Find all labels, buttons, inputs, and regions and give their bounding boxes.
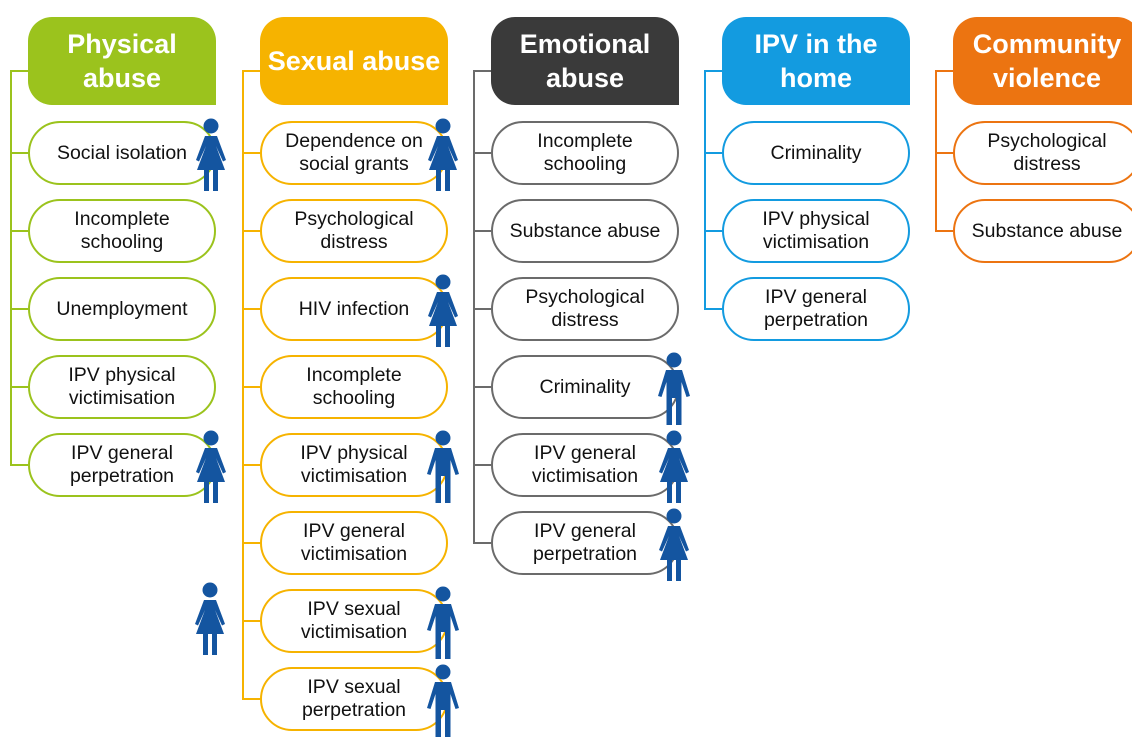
column-header: Sexual abuse	[260, 17, 448, 105]
connector-line	[704, 70, 706, 310]
connector-stub	[10, 152, 28, 154]
connector-stub	[473, 230, 491, 232]
male-icon	[657, 352, 691, 426]
connector-stub	[10, 70, 28, 72]
outcome-item: IPV general perpetration	[722, 277, 910, 341]
outcome-item: IPV general perpetration	[491, 511, 679, 575]
connector-stub	[242, 620, 260, 622]
outcome-item: IPV sexual perpetration	[260, 667, 448, 731]
male-icon	[426, 430, 460, 504]
outcome-item: IPV general perpetration	[28, 433, 216, 497]
connector-stub	[10, 308, 28, 310]
female-icon	[193, 582, 227, 656]
outcome-item: Psychological distress	[953, 121, 1132, 185]
connector-line	[10, 70, 12, 466]
outcome-item: Incomplete schooling	[28, 199, 216, 263]
outcome-item: Psychological distress	[491, 277, 679, 341]
connector-stub	[10, 386, 28, 388]
outcome-item: Incomplete schooling	[491, 121, 679, 185]
connector-stub	[242, 152, 260, 154]
connector-stub	[473, 386, 491, 388]
female-icon	[657, 508, 691, 582]
connector-stub	[704, 70, 722, 72]
connector-stub	[935, 230, 953, 232]
connector-stub	[704, 230, 722, 232]
connector-stub	[473, 152, 491, 154]
male-icon	[426, 586, 460, 660]
connector-stub	[935, 70, 953, 72]
connector-stub	[242, 70, 260, 72]
outcome-item: IPV physical victimisation	[28, 355, 216, 419]
connector-stub	[242, 698, 260, 700]
outcome-item: Social isolation	[28, 121, 216, 185]
female-icon	[657, 430, 691, 504]
outcome-item: IPV sexual victimisation	[260, 589, 448, 653]
outcome-item: Criminality	[491, 355, 679, 419]
connector-stub	[473, 464, 491, 466]
female-icon	[426, 274, 460, 348]
outcome-item: Psychological distress	[260, 199, 448, 263]
connector-stub	[473, 308, 491, 310]
outcome-item: HIV infection	[260, 277, 448, 341]
connector-line	[935, 70, 937, 232]
connector-line	[242, 70, 244, 700]
outcome-item: Incomplete schooling	[260, 355, 448, 419]
female-icon	[194, 430, 228, 504]
outcome-item: IPV physical victimisation	[722, 199, 910, 263]
connector-stub	[473, 70, 491, 72]
connector-stub	[242, 230, 260, 232]
connector-stub	[242, 542, 260, 544]
outcome-item: Unemployment	[28, 277, 216, 341]
connector-stub	[10, 464, 28, 466]
column-header: IPV in the home	[722, 17, 910, 105]
outcome-item: IPV general victimisation	[491, 433, 679, 497]
male-icon	[426, 664, 460, 738]
connector-stub	[473, 542, 491, 544]
column-header: Emotional abuse	[491, 17, 679, 105]
connector-stub	[704, 152, 722, 154]
outcome-item: Substance abuse	[953, 199, 1132, 263]
outcome-item: Substance abuse	[491, 199, 679, 263]
outcome-item: Criminality	[722, 121, 910, 185]
connector-line	[473, 70, 475, 544]
connector-stub	[242, 464, 260, 466]
connector-stub	[242, 308, 260, 310]
outcome-item: IPV physical victimisation	[260, 433, 448, 497]
connector-stub	[10, 230, 28, 232]
connector-stub	[935, 152, 953, 154]
connector-stub	[242, 386, 260, 388]
connector-stub	[704, 308, 722, 310]
female-icon	[426, 118, 460, 192]
outcome-item: Dependence on social grants	[260, 121, 448, 185]
outcome-item: IPV general victimisation	[260, 511, 448, 575]
female-icon	[194, 118, 228, 192]
column-header: Community violence	[953, 17, 1132, 105]
column-header: Physical abuse	[28, 17, 216, 105]
